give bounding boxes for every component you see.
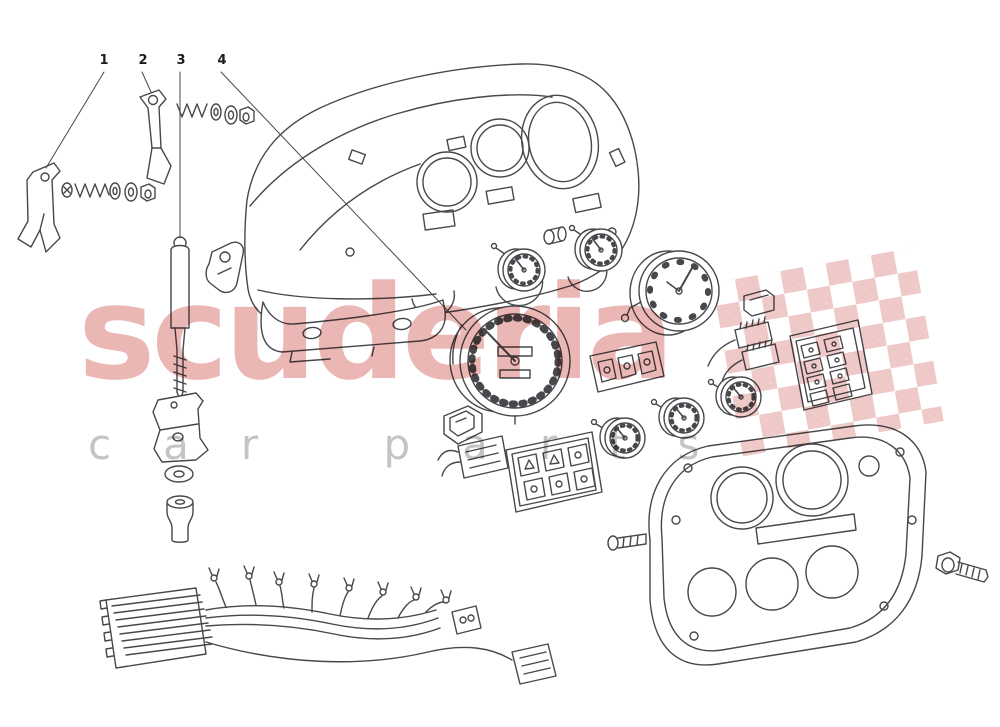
wiring-harness — [99, 565, 557, 685]
key-part — [205, 241, 245, 294]
sensor-part — [543, 226, 567, 245]
mount-bracket-part — [152, 392, 209, 463]
switch-panel-right — [789, 319, 873, 411]
bracket-part-2 — [139, 89, 172, 185]
washer-part — [164, 465, 194, 483]
bolt-part — [935, 551, 989, 583]
wire-connectors-right — [707, 316, 780, 383]
clock-gauge — [620, 250, 720, 336]
damper-part-3 — [170, 236, 190, 401]
screw-washers-2 — [176, 103, 255, 125]
bushing-part — [166, 495, 194, 543]
dashboard-binnacle — [244, 63, 640, 328]
rocker-switch-single — [443, 405, 483, 445]
callout-label-3: 3 — [176, 53, 186, 68]
wire-connector-left-panel — [437, 435, 509, 479]
lower-bezel-panel — [648, 424, 927, 666]
speedometer-gauge-part-4 — [449, 305, 571, 425]
callout-leader-lines — [45, 71, 467, 331]
rocker-switch-panel-mid — [589, 341, 665, 393]
bracket-part-1 — [17, 162, 61, 253]
binnacle-lower-flange — [260, 299, 446, 363]
callout-label-1: 1 — [99, 53, 109, 68]
rocker-switch-right — [743, 289, 775, 317]
screw-washers-1 — [61, 182, 156, 202]
panel-screw — [607, 533, 647, 551]
callout-label-2: 2 — [138, 53, 148, 68]
small-gauge-top-2 — [568, 224, 623, 272]
callout-label-4: 4 — [217, 53, 227, 68]
switch-panel-left — [505, 431, 603, 513]
small-gauge-top-1 — [490, 242, 546, 292]
